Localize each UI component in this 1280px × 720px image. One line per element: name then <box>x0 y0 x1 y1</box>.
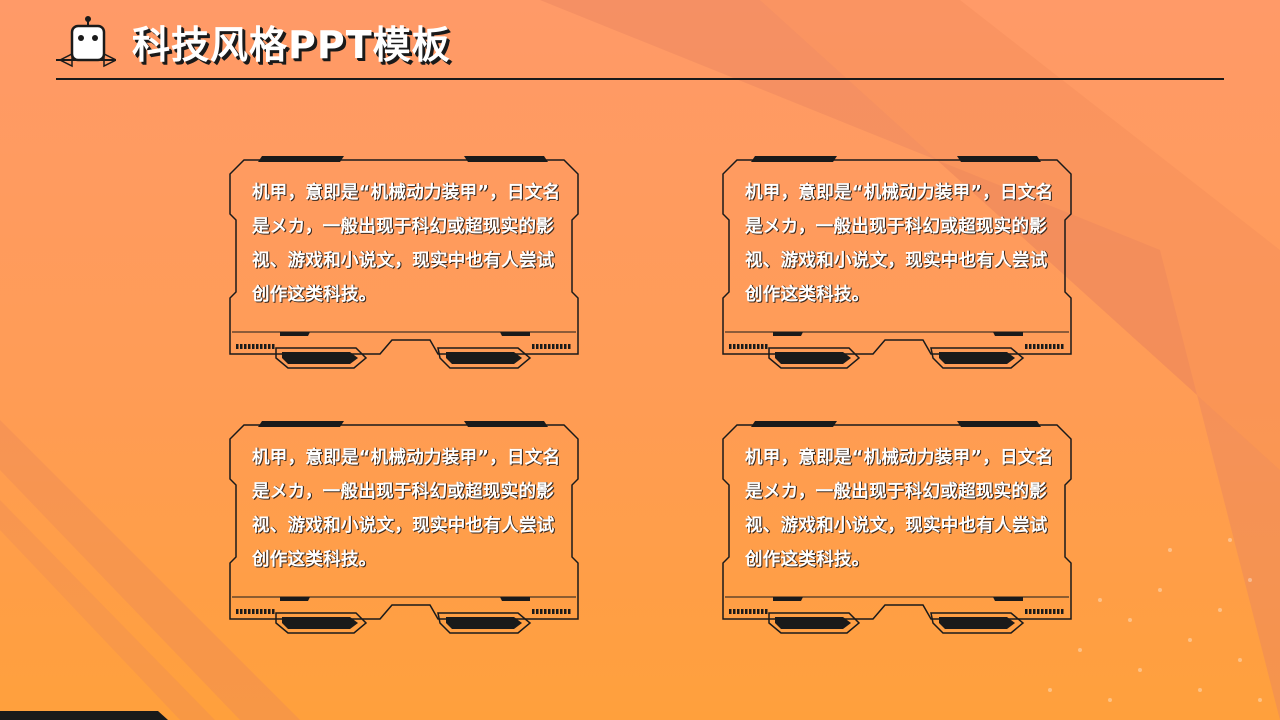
card-text: 机甲，意即是“机械动力装甲”，日文名是メカ，一般出现于科幻或超现实的影视、游戏和… <box>252 448 561 570</box>
hud-frame <box>722 156 1072 369</box>
hud-frame <box>229 421 579 634</box>
card-text: 机甲，意即是“机械动力装甲”，日文名是メカ，一般出现于科幻或超现实的影视、游戏和… <box>745 183 1054 305</box>
text-card: 机甲，意即是“机械动力装甲”，日文名是メカ，一般出现于科幻或超现实的影视、游戏和… <box>226 421 582 635</box>
text-card: 机甲，意即是“机械动力装甲”，日文名是メカ，一般出现于科幻或超现实的影视、游戏和… <box>226 156 582 370</box>
text-card: 机甲，意即是“机械动力装甲”，日文名是メカ，一般出现于科幻或超现实的影视、游戏和… <box>719 421 1075 635</box>
hud-frame <box>229 156 579 369</box>
title-divider <box>56 78 1224 80</box>
card-text: 机甲，意即是“机械动力装甲”，日文名是メカ，一般出现于科幻或超现实的影视、游戏和… <box>745 448 1054 570</box>
card-text: 机甲，意即是“机械动力装甲”，日文名是メカ，一般出现于科幻或超现实的影视、游戏和… <box>252 183 561 305</box>
page-title: 科技风格PPT模板 <box>132 23 451 67</box>
robot-icon <box>56 16 116 68</box>
dot-pattern <box>1048 538 1262 702</box>
bottom-accent-bar <box>0 711 168 720</box>
text-card: 机甲，意即是“机械动力装甲”，日文名是メカ，一般出现于科幻或超现实的影视、游戏和… <box>719 156 1075 370</box>
hud-frame <box>722 421 1072 634</box>
